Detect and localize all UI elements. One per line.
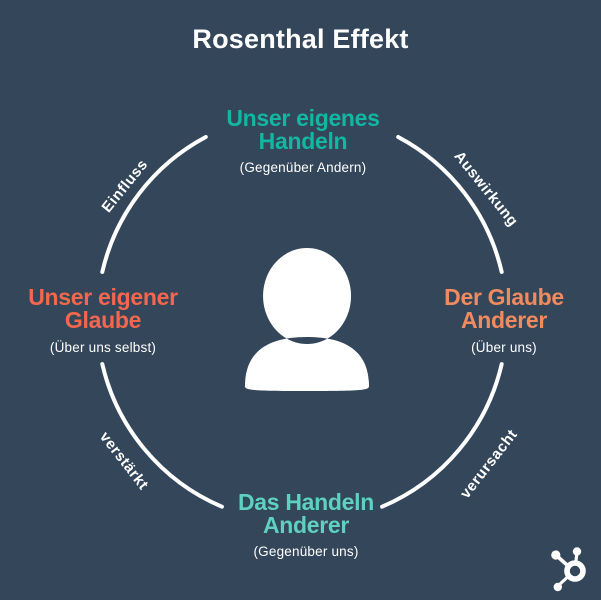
arc-top-right bbox=[396, 135, 504, 274]
hubspot-sprocket-icon bbox=[551, 547, 586, 592]
node-own-belief: Unser eigener Glaube (Über uns selbst) bbox=[28, 284, 178, 356]
arc-bottom-left bbox=[100, 362, 224, 509]
node-subtitle: (Gegenüber Andern) bbox=[239, 160, 367, 175]
node-title-line: Der Glaube bbox=[444, 284, 564, 310]
node-title-line: Unser eigenes bbox=[226, 105, 380, 131]
node-subtitle: (Über uns) bbox=[471, 340, 537, 355]
node-title-line: Glaube bbox=[64, 307, 142, 333]
node-title-line: Das Handeln bbox=[237, 489, 375, 515]
node-subtitle: (Über uns selbst) bbox=[49, 340, 157, 355]
cycle-circle bbox=[100, 135, 504, 509]
node-others-actions: Das Handeln Anderer (Gegenüber uns) bbox=[237, 489, 375, 560]
node-title-line: Unser eigener bbox=[28, 284, 178, 310]
node-title-line: Anderer bbox=[460, 307, 548, 333]
node-title-line: Anderer bbox=[262, 512, 350, 538]
page-title: Rosenthal Effekt bbox=[192, 24, 409, 54]
arc-bottom-right bbox=[380, 362, 504, 509]
node-title-line: Handeln bbox=[258, 128, 348, 154]
node-subtitle: (Gegenüber uns) bbox=[253, 544, 359, 559]
person-icon bbox=[245, 248, 369, 391]
node-own-actions: Unser eigenes Handeln (Gegenüber Andern) bbox=[226, 105, 380, 176]
node-others-belief: Der Glaube Anderer (Über uns) bbox=[444, 284, 564, 356]
arc-top-left bbox=[100, 135, 208, 274]
